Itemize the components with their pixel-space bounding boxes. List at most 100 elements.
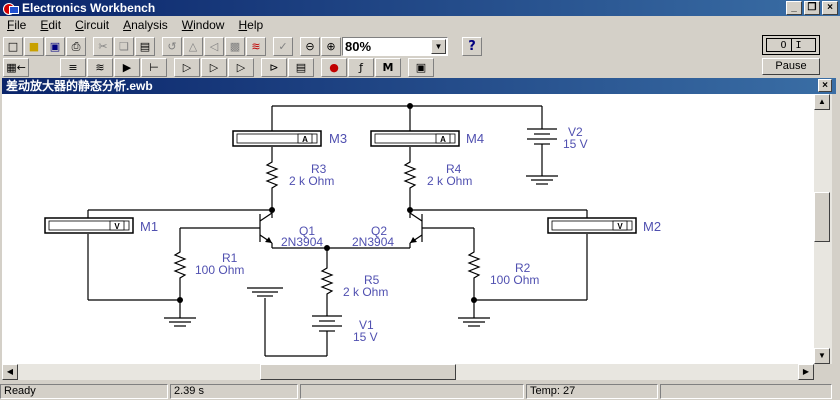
scroll-down-icon[interactable]: ▼ — [814, 348, 830, 364]
chevron-down-icon[interactable]: ▼ — [431, 38, 446, 54]
print-icon[interactable]: ⎙ — [66, 36, 86, 56]
voltmeter-m2[interactable]: V — [547, 217, 637, 234]
horizontal-scroll-thumb[interactable] — [260, 364, 456, 380]
subcircuit-icon[interactable]: ▩ — [225, 36, 245, 56]
menu-circuit[interactable]: Circuit — [75, 18, 110, 32]
q2-model: 2N3904 — [352, 235, 394, 249]
rotate-icon[interactable]: ↺ — [162, 36, 182, 56]
graph-icon[interactable]: ≋ — [246, 36, 266, 56]
scroll-left-icon[interactable]: ◀ — [2, 364, 18, 380]
favorites-bin-icon[interactable]: ▦← — [3, 57, 29, 77]
close-button[interactable]: × — [822, 1, 838, 15]
svg-text:V: V — [114, 222, 120, 231]
q2-name: Q2 — [371, 224, 387, 238]
miscellaneous-bin-icon[interactable]: M — [375, 57, 401, 77]
basic-bin-icon[interactable]: ≋ — [87, 57, 113, 77]
analog-ics-bin-icon[interactable]: ▷ — [174, 57, 200, 77]
v1-name: V1 — [359, 318, 374, 332]
power-off-label: O — [780, 39, 787, 51]
r4-name: R4 — [446, 162, 462, 176]
copy-icon[interactable]: ❏ — [114, 36, 134, 56]
menu-help[interactable]: Help — [238, 18, 264, 32]
power-switch[interactable]: O I — [762, 35, 820, 55]
m3-label: M3 — [329, 131, 347, 146]
scroll-right-icon[interactable]: ▶ — [798, 364, 814, 380]
sources-bin-icon[interactable]: ≡ — [60, 57, 86, 77]
paste-icon[interactable]: ▤ — [135, 36, 155, 56]
menu-edit[interactable]: Edit — [40, 18, 62, 32]
ewb-app-icon[interactable] — [2, 1, 19, 15]
vertical-scroll-thumb[interactable] — [814, 192, 830, 242]
digital-ics-bin-icon[interactable]: ▷ — [228, 57, 254, 77]
mixed-ics-bin-icon[interactable]: ▷ — [201, 57, 227, 77]
diodes-bin-icon[interactable]: ▶ — [114, 57, 140, 77]
circuit-document-window: 差动放大器的静态分析.ewb × — [0, 78, 840, 384]
save-disk-icon[interactable]: ▣ — [45, 36, 65, 56]
menu-analysis[interactable]: Analysis — [123, 18, 168, 32]
new-file-icon[interactable]: □ — [3, 36, 23, 56]
r1-value: 100 Ohm — [195, 263, 244, 277]
ammeter-m3[interactable]: A — [232, 130, 322, 147]
r3-name: R3 — [311, 162, 327, 176]
document-title-bar[interactable]: 差动放大器的静态分析.ewb × — [2, 78, 836, 94]
status-time: 2.39 s — [170, 384, 298, 399]
svg-text:V: V — [617, 222, 623, 231]
indicators-bin-icon[interactable]: ● — [321, 57, 347, 77]
scroll-up-icon[interactable]: ▲ — [814, 94, 830, 110]
q1-name: Q1 — [299, 224, 315, 238]
component-properties-icon[interactable]: ✓ — [273, 36, 293, 56]
v2-value: 15 V — [563, 137, 588, 151]
document-title: 差动放大器的静态分析.ewb — [6, 79, 153, 93]
zoom-value: 80% — [345, 38, 372, 54]
q1-model: 2N3904 — [281, 235, 323, 249]
r2-value: 100 Ohm — [490, 273, 539, 287]
cut-icon[interactable]: ✂ — [93, 36, 113, 56]
flip-horizontal-icon[interactable]: △ — [183, 36, 203, 56]
zoom-select[interactable]: 80% ▼ — [342, 36, 448, 56]
pause-button[interactable]: Pause — [762, 58, 820, 75]
status-blank — [300, 384, 524, 399]
logic-gates-bin-icon[interactable]: ⊳ — [261, 57, 287, 77]
schematic: A A V V M3 M4 — [44, 103, 661, 357]
m1-label: M1 — [140, 219, 158, 234]
digital-bin-icon[interactable]: ▤ — [288, 57, 314, 77]
status-bar: Ready 2.39 s Temp: 27 — [0, 384, 840, 400]
horizontal-scrollbar[interactable]: ◀ ▶ — [2, 364, 814, 380]
zoom-in-icon[interactable]: ⊕ — [321, 36, 341, 56]
flip-vertical-icon[interactable]: ◁ — [204, 36, 224, 56]
circuit-canvas[interactable]: A A V V M3 M4 — [2, 94, 814, 364]
transistors-bin-icon[interactable]: ⊢ — [141, 57, 167, 77]
status-temp: Temp: 27 — [526, 384, 658, 399]
menu-file[interactable]: File — [7, 18, 27, 32]
r4-value: 2 k Ohm — [427, 174, 472, 188]
instruments-bin-icon[interactable]: ▣ — [408, 57, 434, 77]
r5-value: 2 k Ohm — [343, 285, 388, 299]
menu-window[interactable]: Window — [181, 18, 225, 32]
help-button[interactable]: ? — [462, 36, 482, 56]
r2-name: R2 — [515, 261, 531, 275]
m4-label: M4 — [466, 131, 484, 146]
main-toolbar: □ ■ ▣ ⎙ ✂ ❏ ▤ ↺ △ ◁ ▩ ≋ ✓ ⊖ ⊕ 80% ▼ ? — [0, 34, 840, 58]
status-extra — [660, 384, 832, 399]
app-title: Electronics Workbench — [22, 1, 156, 15]
parts-toolbar: ▦← ≡ ≋ ▶ ⊢ ▷ ▷ ▷ ⊳ ▤ ● ƒ M ▣ — [0, 56, 840, 78]
open-folder-icon[interactable]: ■ — [24, 36, 44, 56]
svg-text:A: A — [302, 135, 308, 144]
ammeter-m4[interactable]: A — [370, 130, 460, 147]
minimize-button[interactable]: _ — [786, 1, 802, 15]
vertical-scrollbar[interactable]: ▲ ▼ — [814, 94, 832, 364]
r3-value: 2 k Ohm — [289, 174, 334, 188]
zoom-out-icon[interactable]: ⊖ — [300, 36, 320, 56]
svg-text:A: A — [440, 135, 446, 144]
v2-name: V2 — [568, 125, 583, 139]
app-title-bar[interactable]: Electronics Workbench _ ❐ × — [0, 0, 840, 16]
r5-name: R5 — [364, 273, 380, 287]
document-close-button[interactable]: × — [818, 79, 832, 92]
menu-bar: File Edit Circuit Analysis Window Help — [0, 16, 840, 34]
status-state: Ready — [0, 384, 168, 399]
scroll-corner — [814, 364, 832, 380]
voltmeter-m1[interactable]: V — [44, 217, 134, 234]
m2-label: M2 — [643, 219, 661, 234]
restore-button[interactable]: ❐ — [804, 1, 820, 15]
controls-bin-icon[interactable]: ƒ — [348, 57, 374, 77]
